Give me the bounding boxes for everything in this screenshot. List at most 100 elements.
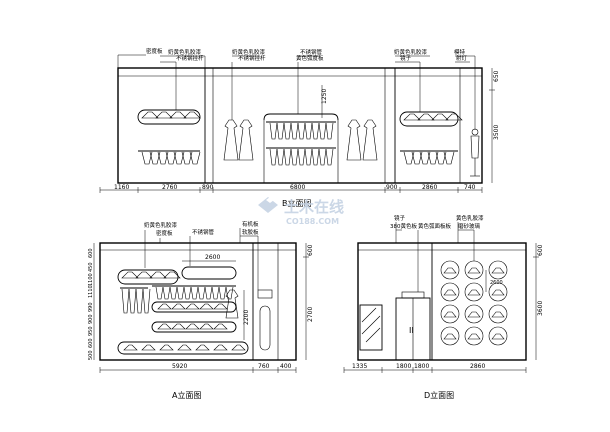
a-mid-folded bbox=[157, 303, 228, 310]
watermark-logo-icon bbox=[258, 197, 278, 213]
b-right-folded-items bbox=[403, 113, 463, 121]
b-center-arch bbox=[263, 113, 339, 121]
a-dim-vertical: 2200 bbox=[243, 310, 250, 325]
a-dim-bottom-3: 400 bbox=[280, 363, 292, 370]
b-label-3: 不锈钢挂杆 bbox=[176, 54, 204, 62]
a-lower-folded bbox=[157, 323, 228, 330]
a-leader-lines bbox=[144, 228, 259, 290]
d-title: D立面图 bbox=[424, 390, 454, 400]
svg-text:450: 450 bbox=[88, 262, 94, 272]
b-dim-right-1: 650 bbox=[493, 70, 500, 82]
b-dim-ticks bbox=[99, 187, 483, 193]
b-label-4: 奶黄色乳胶漆 bbox=[232, 48, 266, 56]
b-dim-3: 890 bbox=[202, 184, 214, 191]
svg-text:600: 600 bbox=[88, 248, 94, 258]
d-mirror-hatch bbox=[361, 307, 381, 343]
b-center-upper-garments bbox=[269, 122, 334, 140]
b-label-8: 奶黄色乳胶漆 bbox=[394, 48, 428, 56]
a-frame bbox=[99, 242, 297, 361]
a-center-hanging bbox=[155, 286, 234, 300]
b-label-1: 密度板 bbox=[146, 47, 163, 55]
d-label-1: 镜子 bbox=[394, 214, 406, 222]
a-label-3: 不锈钢管 bbox=[192, 228, 215, 236]
a-label-2: 密度板 bbox=[156, 229, 173, 237]
elevation-a: 2200 2600 奶黄色乳胶漆 密度板 不锈钢管 有机板 软胶板 600 45… bbox=[88, 220, 314, 400]
b-label-5: 不锈钢挂杆 bbox=[238, 54, 266, 62]
a-center-shelf-top bbox=[181, 266, 237, 280]
d-door-mark: II bbox=[409, 326, 414, 335]
b-dim-6: 2860 bbox=[422, 184, 437, 191]
svg-text:990: 990 bbox=[88, 302, 94, 312]
d-dim-bottom-4: 2860 bbox=[470, 363, 485, 370]
watermark: 土木在线 CO188.COM bbox=[258, 197, 344, 226]
svg-text:1110: 1110 bbox=[88, 285, 94, 298]
b-dim-4: 6800 bbox=[290, 184, 305, 191]
b-dim-7: 740 bbox=[464, 184, 476, 191]
b-label-2: 奶黄色乳胶漆 bbox=[168, 48, 202, 56]
svg-text:950: 950 bbox=[88, 326, 94, 336]
b-label-6: 不锈钢管 bbox=[300, 48, 323, 56]
b-right-upper-shelf bbox=[399, 111, 459, 127]
b-label-10: 模特 bbox=[454, 48, 466, 56]
d-leader-lines bbox=[395, 222, 475, 292]
b-frame bbox=[117, 67, 483, 184]
svg-text:900: 900 bbox=[88, 314, 94, 324]
b-dress-right bbox=[346, 119, 378, 161]
elevation-d: II 2600 镜子 380黄色板 黄色弧面板板 黄色乳胶漆 磨砂玻璃 bbox=[343, 214, 544, 400]
d-circle-grid bbox=[440, 260, 508, 346]
a-label-1: 奶黄色乳胶漆 bbox=[144, 221, 178, 229]
d-dim-bottom-3: 1800 bbox=[414, 363, 429, 370]
d-dim-right-2: 3600 bbox=[537, 301, 544, 316]
a-dims-left: 600 450 1100 1110 990 900 950 600 500 bbox=[88, 248, 94, 360]
a-bottom-folded bbox=[123, 344, 246, 351]
a-dress bbox=[225, 289, 239, 319]
elevation-b: 1250 bbox=[99, 47, 500, 208]
d-label-5: 磨砂玻璃 bbox=[458, 222, 481, 230]
a-dim-right-1: 600 bbox=[307, 244, 314, 256]
b-dim-vertical: 1250 bbox=[321, 89, 328, 104]
b-leader-lines bbox=[117, 54, 476, 130]
b-dress-left bbox=[223, 119, 254, 161]
watermark-sub: CO188.COM bbox=[286, 217, 339, 226]
d-label-2: 380黄色板 bbox=[390, 222, 417, 230]
d-frame bbox=[357, 242, 527, 361]
d-dim-bottom-1: 1335 bbox=[352, 363, 367, 370]
b-center-lower-garments bbox=[269, 148, 334, 166]
b-mannequin bbox=[470, 128, 480, 177]
d-label-4: 黄色乳胶漆 bbox=[456, 214, 484, 222]
b-label-7: 黄色弧度板 bbox=[296, 54, 324, 62]
b-dim-1: 1160 bbox=[114, 184, 129, 191]
a-label-5: 软胶板 bbox=[242, 228, 259, 236]
svg-text:500: 500 bbox=[88, 350, 94, 360]
a-title: A立面图 bbox=[172, 390, 201, 400]
b-dim-5: 900 bbox=[386, 184, 398, 191]
d-dim-inner: 2600 bbox=[490, 280, 503, 286]
b-dim-right-2: 3500 bbox=[493, 125, 500, 140]
a-top-shelf bbox=[117, 269, 179, 285]
b-label-11: 射灯 bbox=[456, 54, 468, 62]
a-label-4: 有机板 bbox=[242, 220, 259, 228]
b-left-upper-shelf bbox=[137, 109, 201, 125]
watermark-main: 土木在线 bbox=[284, 198, 344, 216]
a-dim-right-2: 2700 bbox=[307, 307, 314, 322]
a-top-folded bbox=[121, 271, 181, 279]
a-dim-bottom-2: 760 bbox=[258, 363, 270, 370]
a-dim-top: 2600 bbox=[205, 254, 220, 261]
b-title: B立面图 bbox=[282, 198, 312, 208]
a-mirror-panel bbox=[259, 305, 271, 351]
a-left-hanging bbox=[121, 288, 151, 314]
b-label-9: 镜子 bbox=[400, 54, 412, 62]
b-dim-2: 2760 bbox=[162, 184, 177, 191]
svg-text:1100: 1100 bbox=[88, 273, 94, 286]
b-right-hanging-items bbox=[403, 151, 455, 165]
svg-text:600: 600 bbox=[88, 338, 94, 348]
b-left-folded-items bbox=[141, 111, 201, 119]
d-circle-items bbox=[443, 267, 505, 340]
d-mirror bbox=[359, 304, 383, 351]
a-bottom-shelf bbox=[117, 341, 249, 355]
a-dim-bottom-1: 5920 bbox=[172, 363, 187, 370]
b-left-hanging-items bbox=[141, 151, 201, 165]
d-dim-bottom-2: 1800 bbox=[396, 363, 411, 370]
